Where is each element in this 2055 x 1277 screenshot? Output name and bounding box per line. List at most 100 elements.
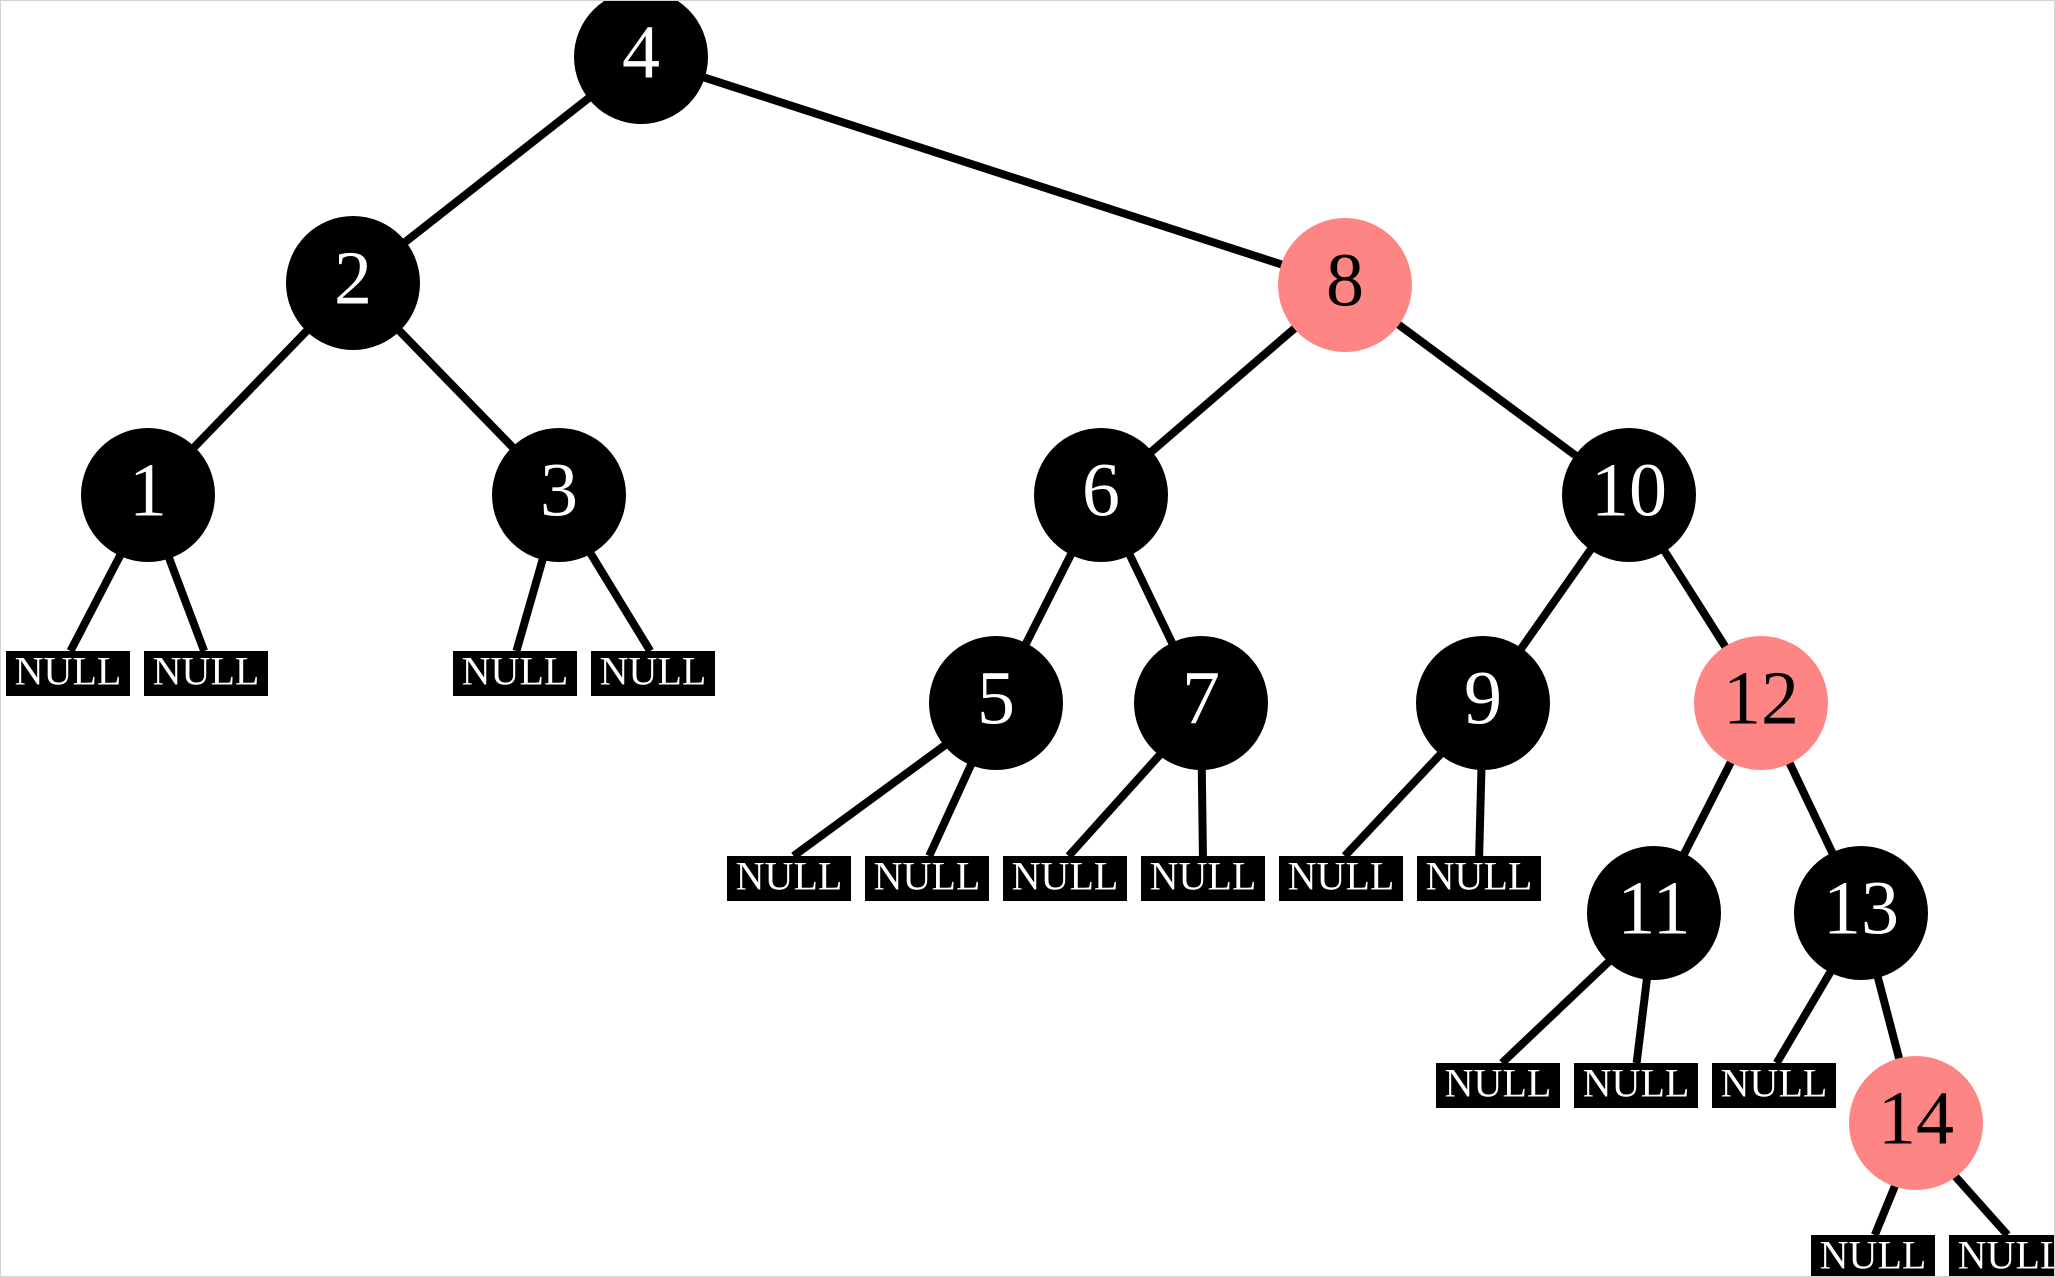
tree-edge xyxy=(925,752,980,858)
null-leaf-box xyxy=(591,651,715,696)
null-leaf: NULL xyxy=(1574,1061,1698,1108)
null-leaf-label: NULL xyxy=(1445,1061,1552,1106)
null-leaf: NULL xyxy=(453,649,577,696)
tree-edge xyxy=(1499,950,1620,1066)
null-leaf: NULL xyxy=(6,649,130,696)
black-node-circle xyxy=(1587,846,1721,980)
black-node-circle xyxy=(929,636,1063,770)
null-leaf: NULL xyxy=(865,854,989,901)
black-node-circle xyxy=(1034,428,1168,562)
tree-edge xyxy=(388,319,524,459)
null-leaf-box xyxy=(727,856,851,901)
tree-edge xyxy=(1632,967,1653,1064)
null-leaf-box xyxy=(1949,1235,2054,1276)
tree-edge xyxy=(1781,750,1841,866)
null-leaf: NULL xyxy=(727,854,851,901)
tree-node-label: 11 xyxy=(1617,866,1690,950)
null-leaf-label: NULL xyxy=(153,649,260,694)
null-leaf: NULL xyxy=(1949,1233,2055,1277)
tree-edge xyxy=(1065,743,1171,859)
null-leaf-box xyxy=(1811,1235,1935,1276)
black-node-circle xyxy=(1794,846,1928,980)
null-leaf-label: NULL xyxy=(1426,854,1533,899)
null-leaf-label: NULL xyxy=(1583,1061,1690,1106)
tree-edge xyxy=(1197,757,1207,857)
null-leaf-box xyxy=(1417,856,1541,901)
tree-node: 2 xyxy=(286,216,420,350)
black-node-circle xyxy=(81,428,215,562)
null-leaf-box xyxy=(1574,1063,1698,1108)
tree-edge xyxy=(66,543,130,653)
null-leaf-box xyxy=(865,856,989,901)
tree-edge xyxy=(393,87,601,253)
null-leaf-label: NULL xyxy=(1012,854,1119,899)
tree-edge xyxy=(791,735,957,860)
tree-edge xyxy=(1386,314,1588,466)
null-leaf-label: NULL xyxy=(1288,854,1395,899)
null-leaf: NULL xyxy=(1436,1061,1560,1108)
tree-node-label: 5 xyxy=(977,656,1015,740)
red-node-circle xyxy=(1849,1056,1983,1190)
null-leaf-box xyxy=(1436,1063,1560,1108)
tree-node-label: 3 xyxy=(540,448,578,532)
tree-edge xyxy=(581,541,654,654)
tree-edge xyxy=(1475,757,1486,857)
null-leaf: NULL xyxy=(1811,1233,1935,1277)
null-leaf-label: NULL xyxy=(1721,1061,1828,1106)
edges-layer xyxy=(66,70,2011,1238)
tree-edge xyxy=(692,70,1294,272)
tree-node: 10 xyxy=(1562,428,1696,562)
null-leaf-box xyxy=(1141,856,1265,901)
tree-edge xyxy=(161,545,208,653)
black-node-circle xyxy=(1134,636,1268,770)
tree-node-label: 13 xyxy=(1823,866,1899,950)
tree-node-label: 4 xyxy=(622,10,660,94)
null-leaf-box xyxy=(1279,856,1403,901)
null-leaf-box xyxy=(1712,1063,1836,1108)
tree-node-label: 12 xyxy=(1723,656,1799,740)
null-leaf: NULL xyxy=(144,649,268,696)
tree-node: 6 xyxy=(1034,428,1168,562)
tree-node: 9 xyxy=(1416,636,1550,770)
tree-node: 4 xyxy=(574,1,708,124)
tree-edge xyxy=(1511,537,1601,661)
tree-node-label: 10 xyxy=(1591,448,1667,532)
tree-node: 12 xyxy=(1694,636,1828,770)
tree-node-label: 9 xyxy=(1464,656,1502,740)
null-leaf-box xyxy=(453,651,577,696)
null-leaf-label: NULL xyxy=(1958,1233,2055,1277)
null-leaf-label: NULL xyxy=(1150,854,1257,899)
tree-node-label: 8 xyxy=(1326,238,1364,322)
null-leaves-layer: NULL NULL NULL NULL NULL NULL NULL NULL NULL NULL… xyxy=(6,649,2055,1277)
tree-node: 11 xyxy=(1587,846,1721,980)
tree-edge xyxy=(1773,960,1840,1066)
null-leaf-box xyxy=(144,651,268,696)
tree-node: 13 xyxy=(1794,846,1928,980)
null-leaf-label: NULL xyxy=(1820,1233,1927,1277)
tree-node: 14 xyxy=(1849,1056,1983,1190)
tree-node: 8 xyxy=(1278,218,1412,352)
tree-edge xyxy=(1017,542,1080,656)
null-leaf-box xyxy=(6,651,130,696)
tree-node: 5 xyxy=(929,636,1063,770)
tree-edge xyxy=(1121,542,1181,656)
tree-node-label: 14 xyxy=(1878,1076,1954,1160)
tree-edge xyxy=(183,319,318,459)
black-node-circle xyxy=(1416,636,1550,770)
null-leaf-label: NULL xyxy=(462,649,569,694)
tree-edge xyxy=(1871,965,1906,1071)
null-leaf-label: NULL xyxy=(736,854,843,899)
tree-edge xyxy=(512,547,550,653)
tree-edge xyxy=(1140,317,1306,463)
tree-edge xyxy=(1655,539,1735,659)
black-node-circle xyxy=(1562,428,1696,562)
tree-edge xyxy=(1675,750,1740,866)
tree-node-label: 1 xyxy=(129,448,167,532)
null-leaf: NULL xyxy=(1712,1061,1836,1108)
red-node-circle xyxy=(1694,636,1828,770)
tree-node: 7 xyxy=(1134,636,1268,770)
tree-node: 1 xyxy=(81,428,215,562)
null-leaf-label: NULL xyxy=(874,854,981,899)
